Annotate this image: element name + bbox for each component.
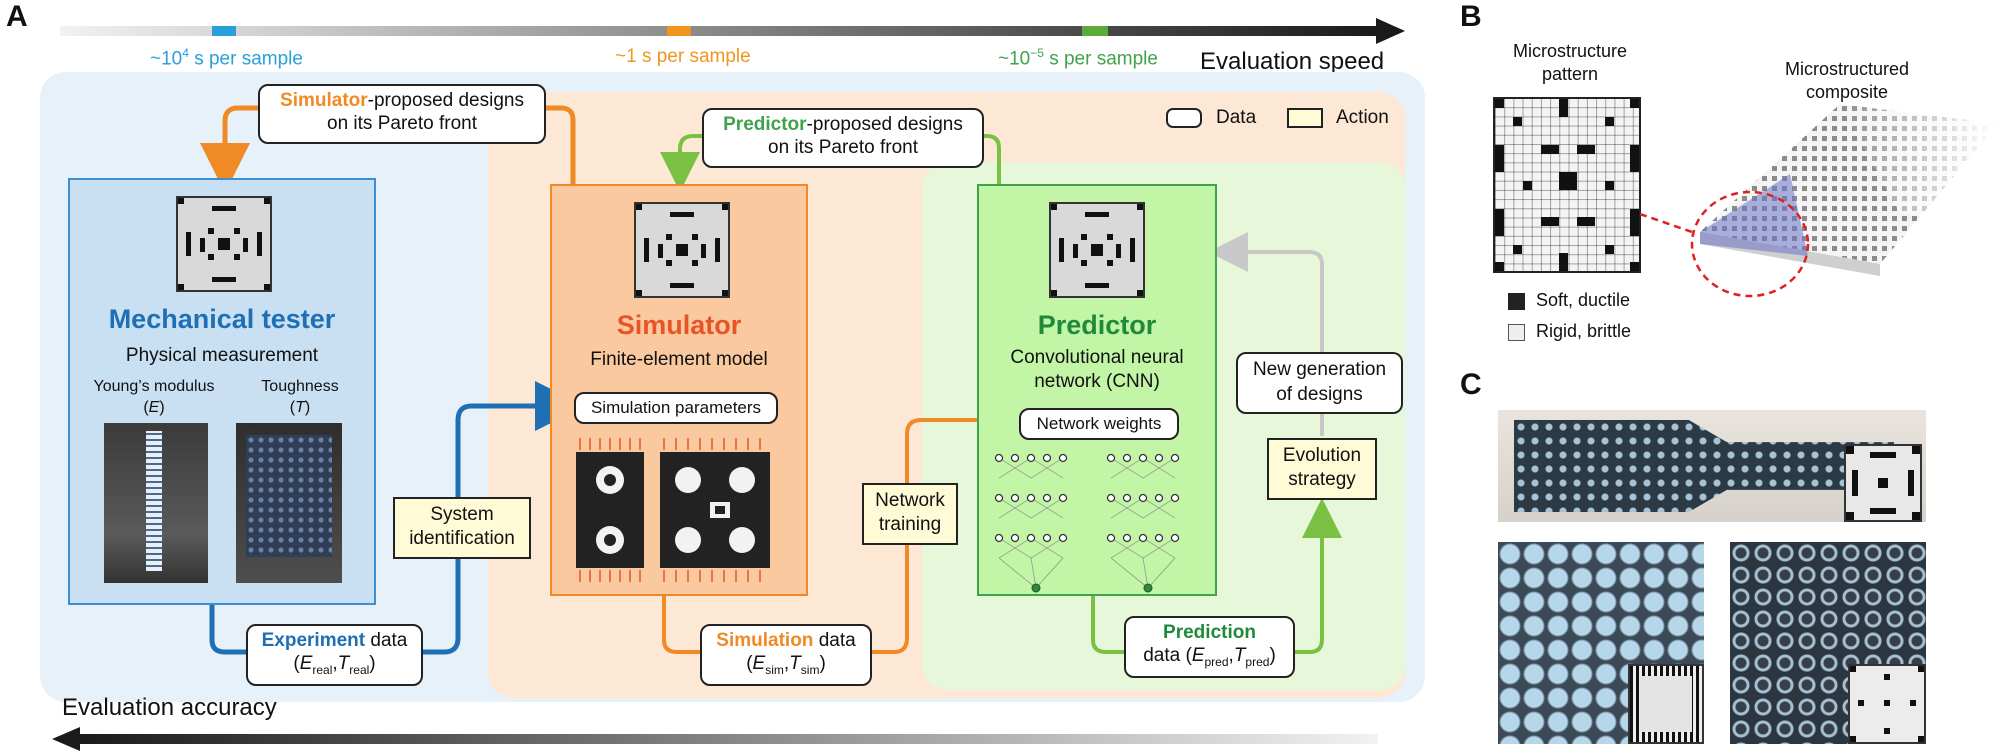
fe-mesh-figures [576, 438, 770, 582]
speed-label-2: ~1 s per sample [615, 46, 751, 67]
panel-a-letter: A [6, 0, 28, 33]
nn-edges [998, 457, 1176, 589]
nn-nodes [994, 453, 1180, 543]
simulator-subtitle: Finite-element model [590, 349, 768, 370]
sample-photo-2 [1730, 542, 1926, 744]
mechanical-tester-box: Mechanical tester Physical measurement Y… [68, 178, 376, 605]
accuracy-axis-label: Evaluation accuracy [62, 694, 277, 721]
specimen-pattern-inset [1844, 444, 1922, 522]
speed-marker-3 [1082, 26, 1108, 36]
rigid-swatch [1508, 324, 1525, 341]
simulator-proposed-label: Simulator-proposed designs on its Pareto… [258, 84, 546, 144]
simulator-title: Simulator [616, 310, 742, 340]
legend-action-swatch [1287, 108, 1323, 128]
tensile-specimen-photo [1498, 410, 1926, 522]
rigid-label: Rigid, brittle [1536, 321, 1632, 341]
sample-2-pattern-inset [1848, 664, 1926, 744]
tester-subtitle: Physical measurement [125, 345, 319, 366]
speed-axis-arrow [60, 18, 1405, 44]
simulation-data-label: Simulation data (Esim,Tsim) [700, 624, 872, 686]
speed-marker-2 [667, 26, 691, 36]
speed-label-1: ~104 s per sample [150, 46, 303, 70]
youngs-test-photo [104, 423, 208, 583]
network-weights-label: Network weights [1019, 408, 1179, 440]
legend-data-swatch [1166, 108, 1202, 128]
soft-swatch [1508, 293, 1525, 310]
legend-action-label: Action [1336, 107, 1389, 128]
simulation-parameters-label: Simulation parameters [574, 392, 778, 424]
dogbone-specimen [1514, 420, 1894, 512]
tester-pattern-icon [176, 196, 272, 292]
predictor-title: Predictor [1037, 310, 1157, 340]
soft-label: Soft, ductile [1536, 290, 1631, 310]
tester-title: Mechanical tester [108, 304, 336, 334]
experiment-data-label: Experiment data (Ereal,Treal) [246, 624, 423, 686]
panel-b-letter: B [1460, 0, 1482, 33]
simulator-pattern-icon [634, 202, 730, 298]
youngs-label: Young’s modulus(E) [93, 378, 215, 416]
speed-label-3: ~10−5 s per sample [998, 46, 1158, 70]
speed-axis-label: Evaluation speed [1200, 48, 1385, 75]
toughness-label: Toughness(T) [261, 378, 339, 416]
predictor-pattern-icon [1049, 202, 1145, 298]
neural-network-figures [994, 453, 1180, 593]
speed-marker-1 [212, 26, 236, 36]
composite-3d-render [1640, 104, 1998, 298]
legend-data-label: Data [1216, 107, 1257, 128]
accuracy-axis-arrow [52, 727, 1378, 751]
sample-photo-1 [1498, 542, 1704, 744]
panel-c-letter: C [1460, 368, 1482, 401]
predictor-proposed-label: Predictor-proposed designs on its Pareto… [702, 108, 984, 168]
simulator-box: Simulator Finite-element model Simulatio… [550, 184, 808, 596]
toughness-test-photo [236, 423, 342, 583]
sample-1-pattern-inset [1628, 664, 1704, 744]
prediction-data-label: Prediction data (Epred,Tpred) [1124, 616, 1295, 678]
microstructure-pattern-grid [1493, 97, 1641, 273]
